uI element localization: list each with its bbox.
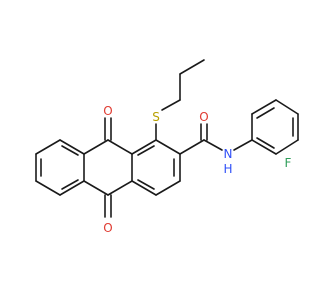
oxygen-top-label: O bbox=[103, 104, 112, 118]
bond bbox=[35, 180, 61, 196]
oxygen-bottom-label: O bbox=[103, 221, 112, 235]
bond bbox=[59, 180, 85, 196]
molecule-canvas: O O S O N H F bbox=[0, 0, 300, 300]
propylthio-chain bbox=[155, 59, 205, 141]
bond bbox=[107, 180, 133, 196]
amide-group bbox=[179, 123, 253, 155]
bond-c-carbonyl bbox=[179, 139, 205, 155]
sulfur-label: S bbox=[152, 110, 160, 124]
bond-c-c bbox=[179, 59, 205, 75]
oxygen-amide-label: O bbox=[199, 110, 208, 124]
left-benzo-ring bbox=[35, 139, 85, 196]
bond bbox=[107, 139, 133, 155]
fluorine-label: F bbox=[285, 156, 292, 170]
bond-inner bbox=[256, 107, 275, 119]
nh-hydrogen-label: H bbox=[223, 162, 232, 176]
bond-inner bbox=[256, 137, 275, 149]
bond bbox=[155, 139, 181, 155]
bond bbox=[155, 180, 181, 196]
bond bbox=[275, 139, 299, 155]
structure-diagram: O O S O N H F bbox=[0, 0, 300, 300]
bond bbox=[131, 139, 157, 155]
bond bbox=[35, 139, 61, 155]
bond-s-c bbox=[161, 99, 181, 111]
bond bbox=[251, 99, 277, 115]
bond bbox=[83, 139, 109, 155]
bond bbox=[275, 99, 299, 115]
bond-inner bbox=[137, 145, 155, 156]
bond-inner bbox=[137, 179, 155, 190]
central-quinone-ring bbox=[83, 117, 133, 218]
bond bbox=[83, 180, 109, 196]
right-substituted-ring bbox=[131, 139, 181, 196]
bond-inner bbox=[61, 179, 79, 190]
bond bbox=[59, 139, 85, 155]
nitrogen-label: N bbox=[224, 147, 233, 161]
fluorophenyl-ring bbox=[251, 99, 299, 155]
bond bbox=[251, 139, 277, 155]
canvas-background bbox=[0, 0, 300, 300]
bond-c-n bbox=[203, 139, 223, 151]
bond-inner bbox=[61, 145, 79, 156]
bond bbox=[131, 180, 157, 196]
bond-n-aryl bbox=[233, 139, 253, 151]
